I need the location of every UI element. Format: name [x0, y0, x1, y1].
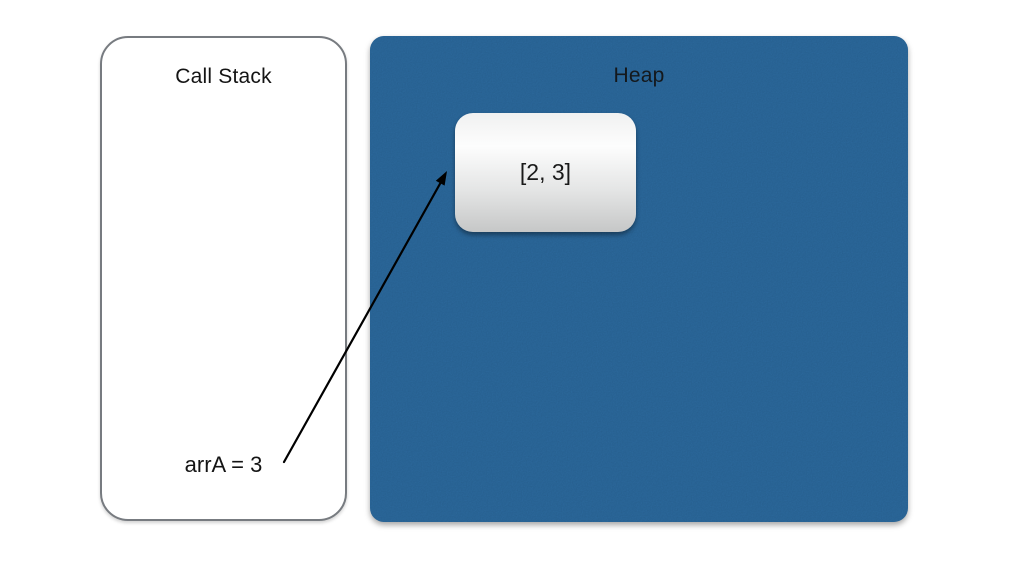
heap-paper-texture [370, 36, 908, 522]
array-value: [2, 3] [519, 159, 572, 185]
heap-object-box: [2, 3] [455, 113, 636, 232]
variable-arrA-label: arrA = 3 [184, 452, 263, 477]
call-stack-title: Call Stack [175, 65, 272, 88]
call-stack-panel: Call Stack arrA = 3 [100, 36, 347, 521]
heap-panel: Heap [2, 3] [370, 36, 908, 522]
heap-title: Heap [613, 64, 665, 87]
